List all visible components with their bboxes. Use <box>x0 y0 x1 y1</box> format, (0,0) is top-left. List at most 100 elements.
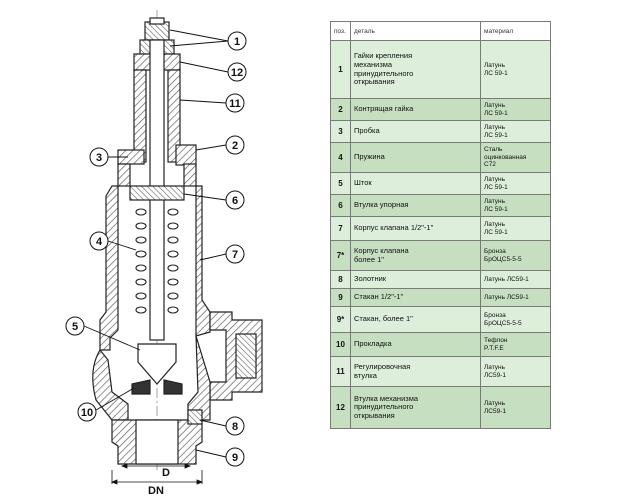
row-pos: 11 <box>330 356 351 387</box>
seat-gasket-right <box>163 379 183 395</box>
row-part: Контрящая гайка <box>350 98 481 121</box>
svg-text:4: 4 <box>96 236 103 248</box>
callout-11: 11 <box>225 93 245 113</box>
row-part: Шток <box>350 172 481 195</box>
row-part: Втулка механизма принудительного открыва… <box>350 386 481 429</box>
row-part: Стакан, более 1" <box>350 306 481 333</box>
table-row: 7* Корпус клапана более 1" Бронза БрОЦС5… <box>330 240 551 271</box>
svg-text:12: 12 <box>231 67 243 79</box>
valve-disc <box>137 343 177 385</box>
callout-4: 4 <box>89 231 109 251</box>
thrust-sleeve <box>129 185 185 201</box>
table-row: 8 Золотник Латунь ЛС59-1 <box>330 270 551 289</box>
row-material: Латунь ЛС59-1 <box>480 288 551 307</box>
lower-body-left <box>92 348 129 421</box>
table-row: 5 Шток Латунь ЛС 59-1 <box>330 172 551 195</box>
row-part: Стакан 1/2"-1" <box>350 288 481 307</box>
row-material: Латунь ЛС 59-1 <box>480 172 551 195</box>
callouts: 1 12 11 2 3 6 4 7 5 10 8 9 <box>65 31 247 467</box>
valve-body-drawing <box>92 10 263 470</box>
callout-12: 12 <box>227 62 247 82</box>
inlet-bore <box>135 419 179 465</box>
row-pos: 6 <box>330 194 351 217</box>
row-pos: 12 <box>330 386 351 429</box>
row-material: Латунь ЛС 59-1 <box>480 120 551 143</box>
svg-text:2: 2 <box>232 140 238 152</box>
row-part: Гайки крепления механизма принудительног… <box>350 40 481 99</box>
row-part: Пружина <box>350 142 481 173</box>
row-pos: 10 <box>330 332 351 357</box>
table-row: 10 Прокладка Тефлон P.T.F.E <box>330 332 551 357</box>
table-row: 1 Гайки крепления механизма принудительн… <box>330 40 551 99</box>
table-row: 9 Стакан 1/2"-1" Латунь ЛС59-1 <box>330 288 551 307</box>
row-material: Бронза БрОЦС5-5-5 <box>480 240 551 271</box>
table-row: 3 Пробка Латунь ЛС 59-1 <box>330 120 551 143</box>
callout-2: 2 <box>225 135 245 155</box>
regulating-sleeve-right <box>167 69 181 163</box>
row-pos: 2 <box>330 98 351 121</box>
row-material: Латунь ЛС 59-1 <box>480 98 551 121</box>
row-material: Тефлон P.T.F.E <box>480 332 551 357</box>
svg-text:1: 1 <box>234 36 240 48</box>
table-row: 7 Корпус клапана 1/2"-1" Латунь ЛС 59-1 <box>330 216 551 241</box>
row-pos: 4 <box>330 142 351 173</box>
row-part: Корпус клапана 1/2"-1" <box>350 216 481 241</box>
outlet-thread <box>235 333 257 379</box>
housing-right-wall <box>195 185 211 337</box>
callout-6: 6 <box>225 190 245 210</box>
spring-coils <box>135 208 179 314</box>
dim-dn-label: DN <box>148 485 164 496</box>
lock-nut-right <box>175 144 197 166</box>
header-pos: поз. <box>330 21 351 41</box>
row-part: Втулка упорная <box>350 194 481 217</box>
parts-table: поз. деталь материал 1 Гайки крепления м… <box>330 21 551 429</box>
svg-text:6: 6 <box>232 195 238 207</box>
seat-gasket <box>131 379 151 395</box>
dimension-lines <box>110 463 204 485</box>
row-material: Латунь ЛС59-1 <box>480 270 551 289</box>
row-pos: 9 <box>330 288 351 307</box>
row-pos: 7* <box>330 240 351 271</box>
row-part: Золотник <box>350 270 481 289</box>
dim-d-label: D <box>162 467 170 479</box>
row-pos: 9* <box>330 306 351 333</box>
header-material: материал <box>480 21 551 41</box>
callout-8: 8 <box>225 416 245 436</box>
row-part: Прокладка <box>350 332 481 357</box>
top-nut <box>144 21 170 41</box>
row-part: Пробка <box>350 120 481 143</box>
callout-1: 1 <box>227 31 247 51</box>
leader-lines <box>83 29 229 458</box>
row-material: Бронза БрОЦС5-5-5 <box>480 306 551 333</box>
row-material: Латунь ЛС 59-1 <box>480 216 551 241</box>
table-row: 6 Втулка упорная Латунь ЛС 59-1 <box>330 194 551 217</box>
row-part: Регулировочная втулка <box>350 356 481 387</box>
callout-10: 10 <box>77 402 97 422</box>
header-part: деталь <box>350 21 481 41</box>
svg-text:8: 8 <box>232 421 238 433</box>
svg-text:7: 7 <box>232 249 238 261</box>
svg-text:5: 5 <box>72 321 78 333</box>
row-material: Латунь ЛС59-1 <box>480 356 551 387</box>
row-pos: 1 <box>330 40 351 99</box>
callout-7: 7 <box>225 244 245 264</box>
table-row: 12 Втулка механизма принудительного откр… <box>330 386 551 429</box>
callout-5: 5 <box>65 316 85 336</box>
row-material: Сталь оцинкованная С72 <box>480 142 551 173</box>
lower-body-right <box>187 335 211 421</box>
row-pos: 7 <box>330 216 351 241</box>
callout-3: 3 <box>89 147 109 167</box>
row-material: Латунь ЛС 59-1 <box>480 40 551 99</box>
table-row: 9* Стакан, более 1" Бронза БрОЦС5-5-5 <box>330 306 551 333</box>
table-row: 11 Регулировочная втулка Латунь ЛС59-1 <box>330 356 551 387</box>
valve-cross-section-drawing: D DN 1 12 11 2 3 6 4 7 5 10 8 9 <box>65 10 263 496</box>
svg-text:10: 10 <box>81 407 93 419</box>
row-pos: 3 <box>330 120 351 143</box>
svg-text:3: 3 <box>96 152 102 164</box>
row-material: Латунь ЛС59-1 <box>480 386 551 429</box>
table-header-row: поз. деталь материал <box>330 21 551 41</box>
spool-8 <box>187 409 203 425</box>
housing-left-wall <box>99 185 119 351</box>
plug-body-left <box>117 163 131 187</box>
callout-9: 9 <box>225 447 245 467</box>
